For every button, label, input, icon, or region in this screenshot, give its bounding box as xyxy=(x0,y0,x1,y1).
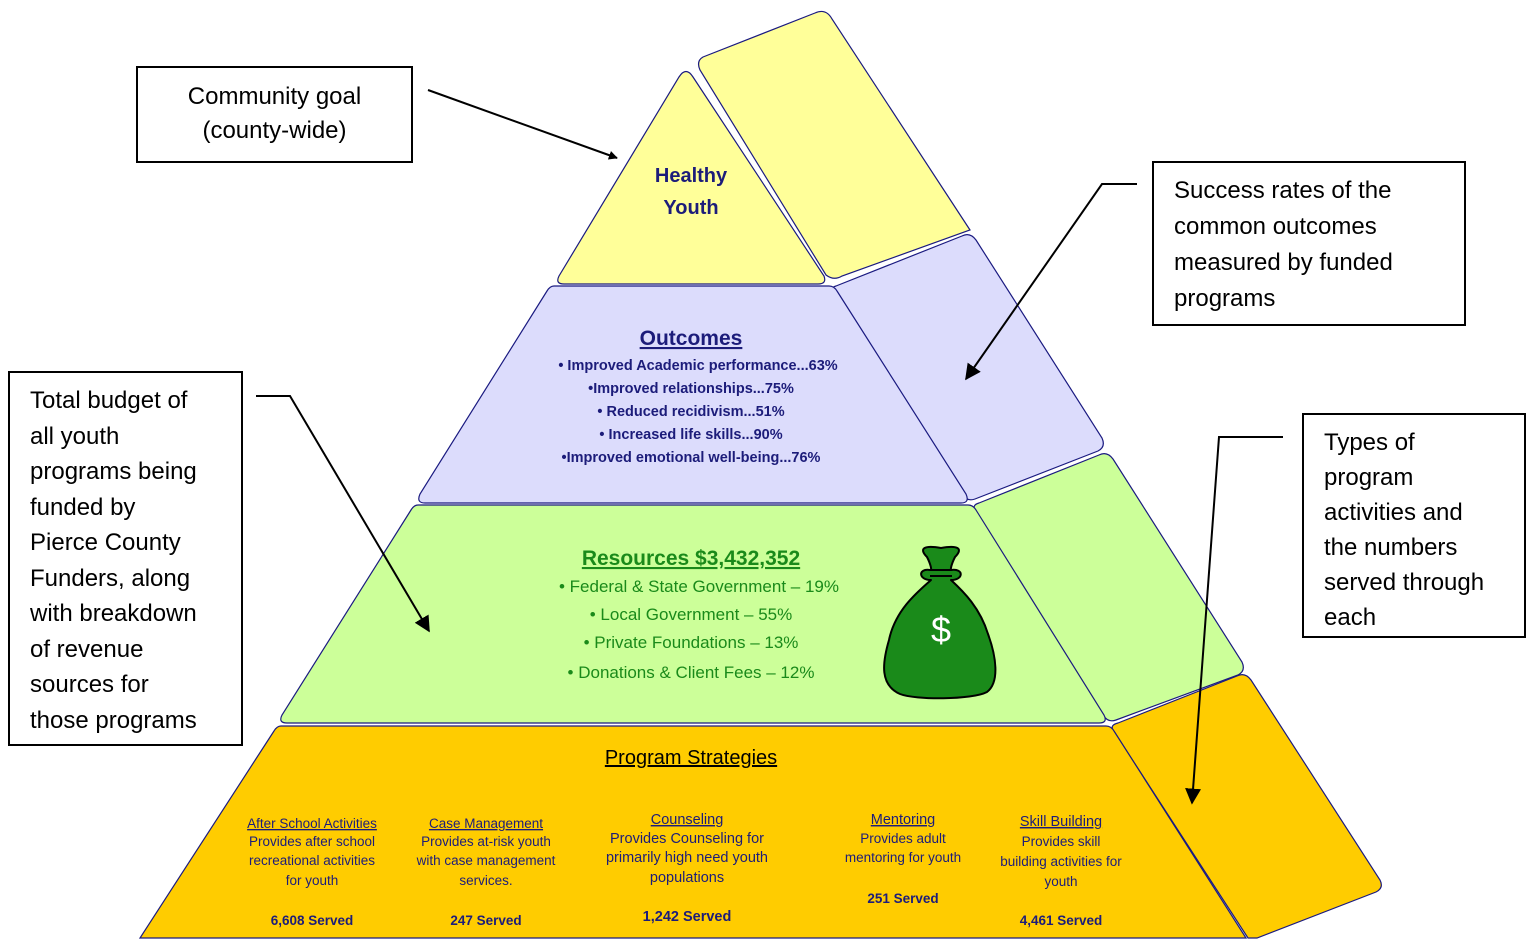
callout-line: Community goal xyxy=(187,83,362,110)
callout-line: Types of xyxy=(1324,429,1415,456)
strategy-desc: services. xyxy=(459,873,512,888)
outcome-item: •Improved relationships...75% xyxy=(588,381,794,397)
strategy-desc: Provides after school xyxy=(249,834,375,849)
money-bag-icon xyxy=(883,545,997,700)
strategy-desc: mentoring for youth xyxy=(845,850,961,865)
callout-line: common outcomes xyxy=(1174,213,1377,240)
callout-line: with breakdown xyxy=(30,600,197,627)
strategy-name: Case Management xyxy=(429,816,543,831)
callout-line: sources for xyxy=(30,671,149,698)
strategy-desc: populations xyxy=(650,870,724,886)
resource-item: • Federal & State Government – 19% xyxy=(559,577,839,596)
callout-line: program xyxy=(1324,464,1414,491)
apex-side-face xyxy=(697,10,971,279)
strategy-name: Mentoring xyxy=(871,812,935,828)
apex-label-line-1: Healthy xyxy=(655,165,728,187)
callout-line: of revenue xyxy=(30,635,144,663)
arrow-community-goal xyxy=(427,89,618,160)
callout-line: served through xyxy=(1324,569,1485,596)
strategy-desc: building activities for xyxy=(1000,854,1122,869)
strategy-name: Skill Building xyxy=(1020,814,1102,830)
arrow-success-rates xyxy=(965,183,1137,381)
callout-line: Total budget of xyxy=(30,387,188,414)
strategy-served: 4,461 Served xyxy=(1020,913,1103,928)
resource-item: • Private Foundations – 13% xyxy=(584,633,799,652)
strategy-served: 251 Served xyxy=(867,891,938,906)
strategy-desc: Provides skill xyxy=(1022,834,1101,849)
strategy-desc: Provides at-risk youth xyxy=(421,834,551,849)
resources-title: Resources $3,432,352 xyxy=(582,547,800,570)
outcome-item: • Reduced recidivism...51% xyxy=(597,404,784,420)
outcome-item: • Improved Academic performance...63% xyxy=(558,358,837,374)
callout-line: Funders, along xyxy=(30,564,191,592)
strategy-name: After School Activities xyxy=(247,816,377,831)
strategy-served: 6,608 Served xyxy=(271,913,354,928)
arrow-total-budget xyxy=(256,395,430,633)
strategies-title: Program Strategies xyxy=(605,747,777,769)
callout-success-rates: Success rates of the common outcomes mea… xyxy=(1152,161,1466,326)
strategy-desc: youth xyxy=(1044,874,1077,889)
arrow-program-types xyxy=(1185,436,1283,805)
callout-line: those programs xyxy=(30,706,197,734)
callout-line: (county-wide) xyxy=(202,117,347,144)
resource-item: • Donations & Client Fees – 12% xyxy=(568,663,815,682)
callout-line: measured by funded xyxy=(1174,249,1393,276)
strategy-served: 1,242 Served xyxy=(643,909,732,925)
strategy-desc: for youth xyxy=(286,873,339,888)
callout-community-goal: Community goal (county-wide) xyxy=(136,66,413,163)
strategy-desc: recreational activities xyxy=(249,853,375,868)
callout-line: each xyxy=(1324,604,1377,631)
strategies-tier xyxy=(138,725,1248,939)
dollar-symbol: $ xyxy=(931,609,951,650)
callout-line: programs xyxy=(1174,285,1276,312)
strategies-side-face xyxy=(1111,674,1382,939)
outcome-item: •Improved emotional well-being...76% xyxy=(562,450,821,466)
strategy-name: Counseling xyxy=(651,812,724,828)
strategy-served: 247 Served xyxy=(450,913,521,928)
callout-line: programs being xyxy=(30,458,197,485)
callout-line: all youth xyxy=(30,422,120,450)
callout-line: activities and xyxy=(1324,499,1463,526)
resource-item: • Local Government – 55% xyxy=(590,605,793,624)
callout-line: funded by xyxy=(30,493,136,521)
outcomes-tier xyxy=(418,285,968,504)
apex-tier xyxy=(557,70,826,285)
strategy-desc: Provides adult xyxy=(860,831,946,846)
callout-program-types: Types of program activities and the numb… xyxy=(1302,413,1526,638)
callout-total-budget: Total budget of all youth programs being… xyxy=(8,371,243,746)
callout-line: Pierce County xyxy=(30,529,181,556)
apex-label-line-2: Youth xyxy=(663,197,718,219)
strategy-desc: primarily high need youth xyxy=(606,850,768,866)
callout-line: Success rates of the xyxy=(1174,177,1392,204)
strategy-desc: Provides Counseling for xyxy=(610,831,764,847)
strategy-desc: with case management xyxy=(416,853,556,868)
outcomes-title: Outcomes xyxy=(640,327,743,350)
outcome-item: • Increased life skills...90% xyxy=(599,427,782,443)
callout-line: the numbers xyxy=(1324,534,1458,561)
